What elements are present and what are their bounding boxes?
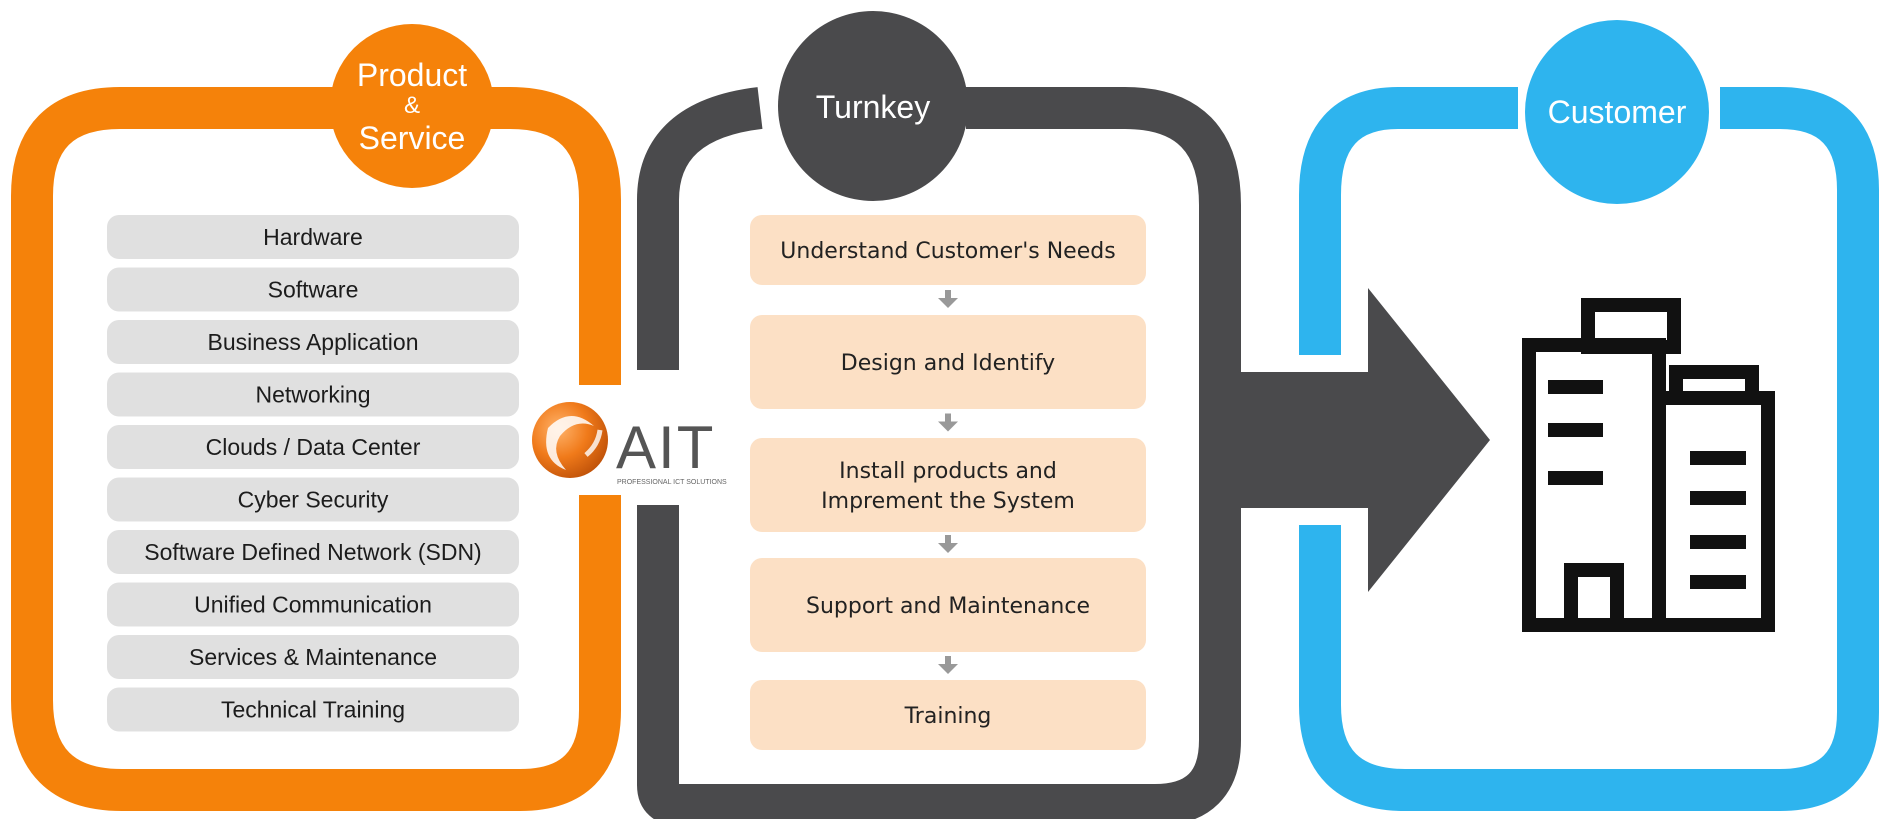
arrow-down-icon xyxy=(938,535,958,553)
product-service-item-label: Unified Communication xyxy=(194,592,432,618)
turnkey-step: Design and Identify xyxy=(750,315,1146,409)
arrow-down-icon xyxy=(938,656,958,674)
turnkey-step: Support and Maintenance xyxy=(750,558,1146,652)
turnkey-step: Understand Customer's Needs xyxy=(750,215,1146,285)
turnkey-step-label: Support and Maintenance xyxy=(806,594,1090,619)
arrow-down-icon xyxy=(938,290,958,308)
product-service-item-bg xyxy=(107,687,519,732)
product-service-item-bg xyxy=(107,372,519,417)
product-service-item-label: Networking xyxy=(255,382,370,408)
turnkey-step-label: Design and Identify xyxy=(841,351,1055,376)
product-service-item-bg xyxy=(107,530,519,574)
ait-logo-text: AIT xyxy=(616,414,715,481)
product-service-badge: Product & Service xyxy=(330,24,494,188)
product-service-item-label: Cyber Security xyxy=(238,487,389,513)
product-service-title-line1: Product xyxy=(357,57,467,93)
ait-logo: AIT PROFESSIONAL ICT SOLUTIONS xyxy=(530,385,735,495)
product-service-item-bg xyxy=(107,215,519,259)
turnkey-frame-left xyxy=(637,87,763,370)
customer-frame-lower xyxy=(1299,87,1879,811)
product-service-item-label: Hardware xyxy=(263,224,363,250)
ait-logo-icon xyxy=(532,402,608,478)
customer-frame xyxy=(1299,87,1518,355)
turnkey-circle xyxy=(778,11,968,201)
turnkey-step-label: Install products and xyxy=(839,459,1057,484)
turnkey-step-bg xyxy=(750,438,1146,532)
ait-logo-tagline: PROFESSIONAL ICT SOLUTIONS xyxy=(617,479,727,486)
turnkey-step-label: Imprement the System xyxy=(821,489,1075,514)
product-service-item: Hardware xyxy=(107,215,519,259)
customer-title: Customer xyxy=(1548,94,1687,130)
product-service-item-label: Software xyxy=(268,277,359,303)
product-service-item: Networking xyxy=(107,372,519,417)
product-service-item-bg xyxy=(107,267,519,312)
turnkey-frame xyxy=(637,87,1241,819)
product-service-item-bg xyxy=(107,582,519,627)
product-service-item: Technical Training xyxy=(107,687,519,732)
arrow-right-icon xyxy=(1220,288,1490,592)
product-service-item-label: Technical Training xyxy=(221,697,405,723)
turnkey-step: Training xyxy=(750,680,1146,750)
product-service-item-bg xyxy=(107,425,519,469)
product-service-item-label: Clouds / Data Center xyxy=(206,434,421,460)
turnkey-step-bg xyxy=(750,680,1146,750)
product-service-item-bg xyxy=(107,477,519,522)
product-service-item: Software Defined Network (SDN) xyxy=(107,530,519,574)
product-service-item-bg xyxy=(107,635,519,679)
turnkey-badge: Turnkey xyxy=(778,11,968,201)
product-service-item: Business Application xyxy=(107,320,519,364)
product-service-panel: Product & Service HardwareSoftwareBusine… xyxy=(11,24,621,811)
product-service-item-label: Software Defined Network (SDN) xyxy=(144,539,481,565)
turnkey-step-label: Understand Customer's Needs xyxy=(780,239,1115,264)
product-service-item-label: Business Application xyxy=(208,329,419,355)
product-service-item: Services & Maintenance xyxy=(107,635,519,679)
turnkey-step-bg xyxy=(750,315,1146,409)
product-service-item-label: Services & Maintenance xyxy=(189,644,437,670)
customer-badge: Customer xyxy=(1525,20,1709,204)
product-service-title-line3: Service xyxy=(359,120,466,156)
turnkey-step-bg xyxy=(750,215,1146,285)
product-service-item: Cyber Security xyxy=(107,477,519,522)
turnkey-step-bg xyxy=(750,558,1146,652)
product-service-item: Unified Communication xyxy=(107,582,519,627)
customer-circle xyxy=(1525,20,1709,204)
turnkey-title: Turnkey xyxy=(816,89,930,125)
product-service-frame xyxy=(11,87,621,811)
arrow-down-icon xyxy=(938,413,958,432)
product-service-item: Clouds / Data Center xyxy=(107,425,519,469)
product-service-circle xyxy=(330,24,494,188)
customer-panel: Customer xyxy=(1299,20,1879,811)
product-service-item-bg xyxy=(107,320,519,364)
office-building-icon xyxy=(1522,298,1775,632)
product-service-item: Software xyxy=(107,267,519,312)
product-service-title-line2: & xyxy=(404,92,420,119)
turnkey-panel: Turnkey Understand Customer's NeedsDesig… xyxy=(637,11,1241,819)
turnkey-step-label: Training xyxy=(904,704,992,729)
